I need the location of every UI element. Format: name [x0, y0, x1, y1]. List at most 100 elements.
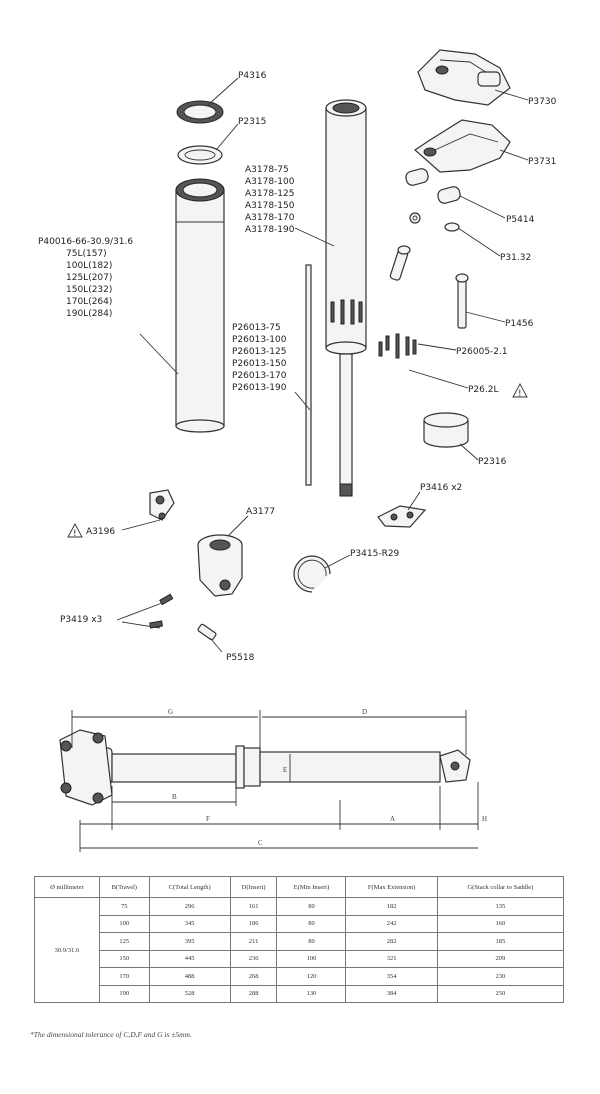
- washer-hole: [412, 215, 418, 221]
- table-row: 125 395 211 80 282 185: [35, 932, 565, 951]
- dimension-letter-b: B: [172, 793, 177, 801]
- table-cell: 100: [98, 914, 150, 933]
- table-cell: 80: [276, 914, 347, 933]
- collar-ring: [423, 412, 469, 448]
- column-header: C(Total Length): [148, 876, 231, 898]
- callout-p4316: P4316: [238, 71, 267, 81]
- warning-mark: !: [518, 389, 522, 399]
- cartridge-label: A3178-75: [245, 165, 289, 175]
- table-cell: 211: [229, 932, 278, 951]
- cartridge-label: A3178-100: [245, 177, 295, 187]
- dimension-letter-c: C: [258, 839, 263, 847]
- outer-tube-label: 75L(157): [66, 249, 107, 259]
- outer-tube-label-group: P40016-66-30.9/31.6 75L(157) 100L(182) 1…: [38, 237, 133, 319]
- table-cell: 345: [148, 914, 231, 933]
- column-header: Ø millimeter: [34, 876, 100, 898]
- outer-tube: [175, 100, 225, 433]
- callout-p2316: P2316: [478, 457, 507, 467]
- table-cell: 445: [148, 949, 231, 968]
- rod-label: P26013-170: [232, 371, 287, 381]
- part-callouts: P4316 P2315 P3730 P3731 P5414 P31.32 P14…: [60, 71, 557, 663]
- table-cell: 209: [436, 949, 565, 968]
- inner-tube-cartridge: [325, 99, 367, 497]
- rod-label-group: P26013-75 P26013-100 P26013-125 P26013-1…: [232, 323, 287, 393]
- table-header-row: Ø millimeter B(Travel) C(Total Length) D…: [34, 876, 565, 898]
- washer: [409, 212, 421, 224]
- actuator-head: [197, 534, 243, 597]
- callout-p2315: P2315: [238, 117, 266, 127]
- table-cell: 236: [229, 949, 278, 968]
- outer-tube-label: 150L(232): [66, 285, 112, 295]
- table-row: 190 528 288 130 384 250: [35, 984, 565, 1003]
- warning-icon: [67, 523, 83, 538]
- rod-label: P26013-190: [232, 383, 287, 393]
- rod-label: P26013-125: [232, 347, 286, 357]
- callout-p3416: P3416 x2: [420, 483, 462, 493]
- table-cell: 160: [436, 914, 565, 933]
- table-cell: 125: [98, 932, 150, 951]
- pin-set: [378, 333, 417, 359]
- table-cell: 190: [98, 984, 150, 1003]
- warning-mark: !: [73, 529, 77, 539]
- table-cell: 182: [345, 897, 438, 916]
- outer-tube-label: 170L(264): [66, 297, 112, 307]
- callout-p5414: P5414: [506, 215, 535, 225]
- leader-lines: [121, 77, 529, 653]
- assembled-side-view: [59, 729, 471, 806]
- outer-tube-label: 190L(284): [66, 309, 112, 319]
- snap-ring: [293, 555, 331, 593]
- table-row: 100 345 186 80 242 160: [35, 914, 565, 933]
- rod-label: P26013-100: [232, 335, 287, 345]
- callout-p3415: P3415-R29: [350, 549, 400, 559]
- barrel-nut-pair: [405, 168, 461, 204]
- table-cell: 185: [436, 932, 565, 951]
- table-cell: 528: [148, 984, 231, 1003]
- remote-lever: [149, 489, 175, 521]
- cartridge-label-group: A3178-75 A3178-100 A3178-125 A3178-150 A…: [245, 165, 295, 235]
- dimension-letter-h: H: [482, 815, 487, 823]
- table-cell: 230: [436, 967, 565, 986]
- callout-p26005: P26005-2.1: [456, 347, 508, 357]
- table-cell: 80: [276, 932, 347, 951]
- callout-p1456: P1456: [505, 319, 534, 329]
- cartridge-label: A3178-150: [245, 201, 295, 211]
- dimension-letter-g: G: [168, 708, 173, 716]
- callout-p3132: P31.32: [500, 253, 531, 263]
- table-cell: 161: [229, 897, 278, 916]
- clamp-bolt-long: [455, 273, 469, 329]
- actuator-rod: [305, 264, 312, 486]
- snap-ring-inner: [297, 559, 327, 589]
- table-cell: 354: [345, 967, 438, 986]
- cable-anchor-plate: [377, 505, 427, 528]
- table-row: 150 445 236 100 321 209: [35, 949, 565, 968]
- table-cell: 186: [229, 914, 278, 933]
- table-cell: 296: [148, 897, 231, 916]
- callout-p5518: P5518: [226, 653, 255, 663]
- diameter-cell: 30.9/31.6: [34, 897, 100, 1003]
- column-header: D(Insert): [229, 876, 278, 898]
- table-row: 170 488 268 120 354 230: [35, 967, 565, 986]
- table-row: 30.9/31.6 75 296 161 80 182 135: [34, 897, 565, 1003]
- callout-p3731: P3731: [528, 157, 556, 167]
- tolerance-note: *The dimensional tolerance of C,D,F and …: [30, 1030, 192, 1039]
- table-cell: 135: [436, 897, 565, 916]
- dimension-letter-f: F: [206, 815, 210, 823]
- table-cell: 170: [98, 967, 150, 986]
- table-cell: 242: [345, 914, 438, 933]
- table-cell: 282: [345, 932, 438, 951]
- table-cell: 395: [148, 932, 231, 951]
- column-header: B(Travel): [98, 876, 150, 898]
- outer-tube-label: 125L(207): [66, 273, 112, 283]
- clamp-bolt-short: [389, 245, 411, 281]
- table-cell: 150: [98, 949, 150, 968]
- column-header: E(Min Insert): [276, 876, 347, 898]
- callout-a3177: A3177: [246, 507, 275, 517]
- saddle-clamp-upper-part: [417, 49, 511, 106]
- dimension-letter-d: D: [362, 708, 367, 716]
- table-cell: 321: [345, 949, 438, 968]
- rod-label: P26013-75: [232, 323, 281, 333]
- table-cell: 75: [98, 897, 150, 916]
- table-cell: 130: [276, 984, 347, 1003]
- cartridge-label: A3178-190: [245, 225, 295, 235]
- column-header: G(Stack collar to Saddle): [436, 876, 565, 898]
